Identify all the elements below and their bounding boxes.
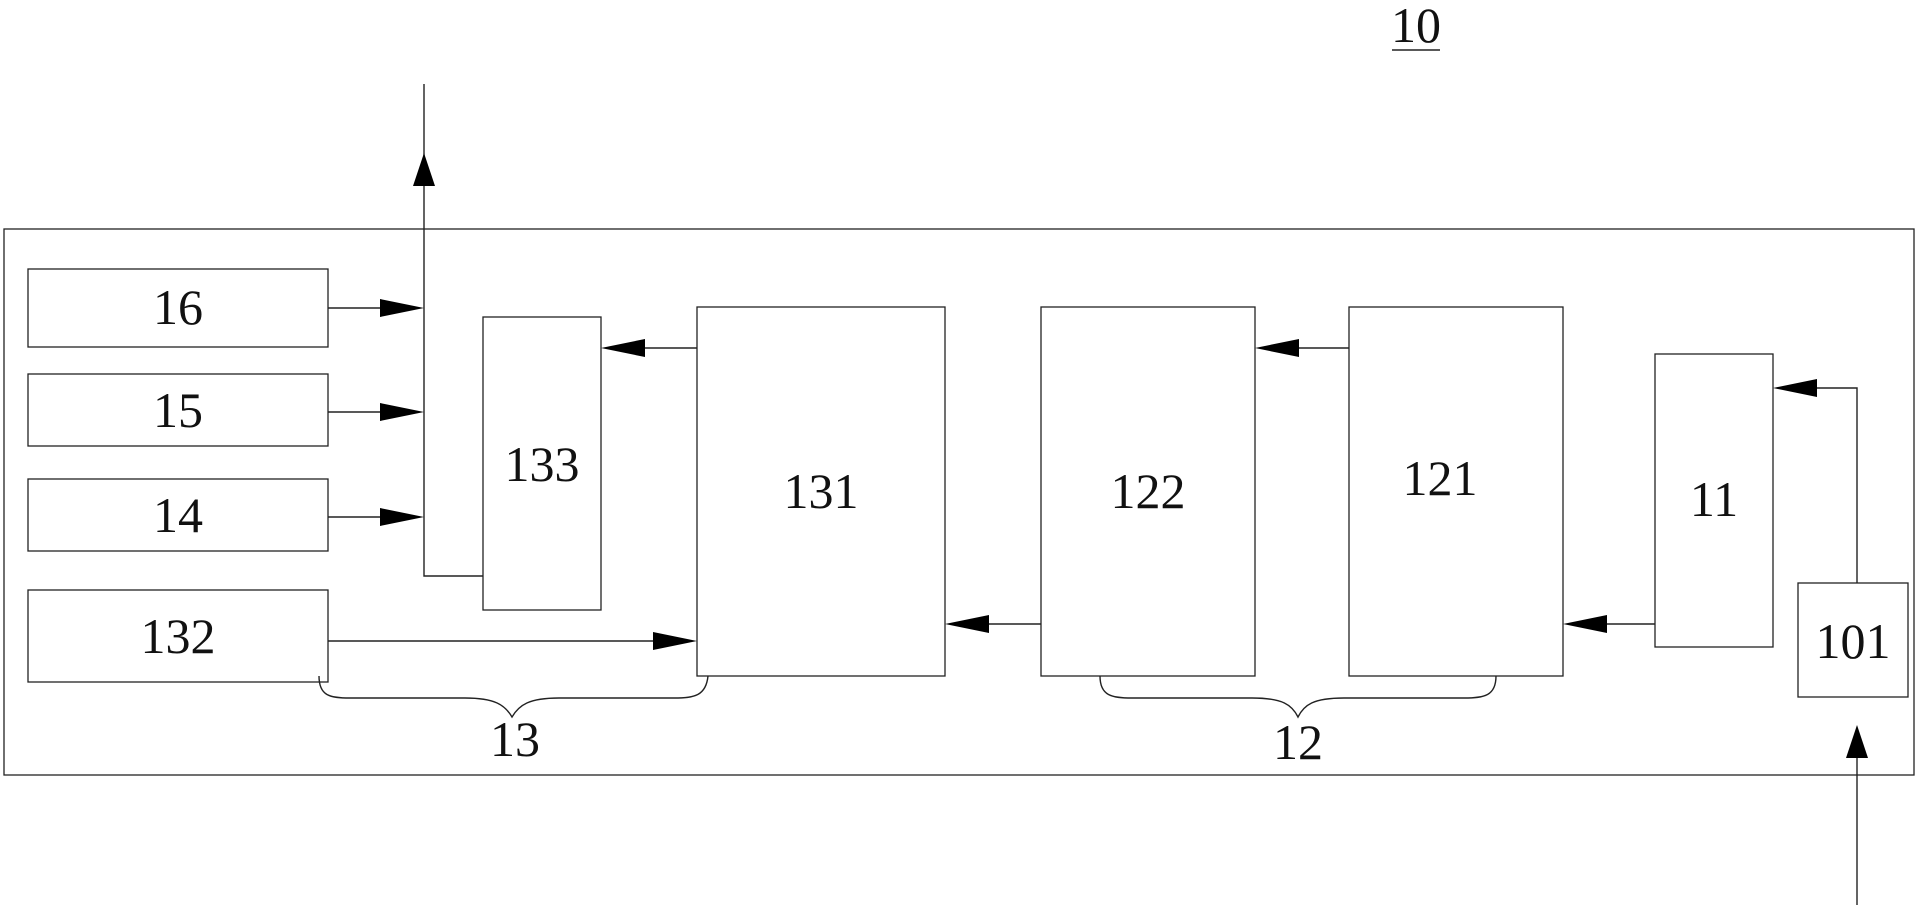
block-122-label: 122 — [1111, 463, 1186, 519]
block-122 — [1040, 306, 1256, 677]
block-131 — [696, 306, 946, 677]
arrowhead-16-to-bus — [380, 299, 424, 317]
block-101 — [1797, 582, 1909, 698]
block-132 — [27, 589, 329, 683]
arrowhead-101-to-11 — [1773, 379, 1817, 397]
arrowhead-14-to-bus — [380, 508, 424, 526]
device-enclosure — [3, 228, 1915, 776]
group-13-label: 13 — [490, 711, 540, 767]
arrowhead-121-to-122 — [1255, 339, 1299, 357]
block-16-label: 16 — [153, 279, 203, 335]
block-16 — [27, 268, 329, 348]
block-11 — [1654, 353, 1774, 648]
arrowhead-122-to-131 — [945, 615, 989, 633]
block-11-label: 11 — [1690, 471, 1738, 527]
group-13-brace — [318, 675, 709, 719]
connector-101-to-11 — [1817, 387, 1858, 583]
input-arrowhead — [1846, 725, 1868, 758]
output-arrowhead — [413, 153, 435, 186]
block-133-label: 133 — [505, 436, 580, 492]
arrowhead-131-to-133 — [601, 339, 645, 357]
group-12-label: 12 — [1273, 714, 1323, 770]
output-bus-line — [423, 84, 483, 577]
block-14 — [27, 478, 329, 552]
block-14-label: 14 — [153, 487, 203, 543]
block-121 — [1348, 306, 1564, 677]
arrowhead-11-to-121 — [1563, 615, 1607, 633]
block-101-label: 101 — [1816, 613, 1891, 669]
block-133 — [482, 316, 602, 611]
block-131-label: 131 — [784, 463, 859, 519]
arrowhead-15-to-bus — [380, 403, 424, 421]
figure-reference-label: 10 — [1391, 0, 1441, 53]
block-121-label: 121 — [1403, 450, 1478, 506]
arrowhead-132-to-131 — [653, 632, 697, 650]
block-132-label: 132 — [141, 608, 216, 664]
group-12-brace — [1099, 675, 1497, 719]
block-15 — [27, 373, 329, 447]
block-15-label: 15 — [153, 382, 203, 438]
